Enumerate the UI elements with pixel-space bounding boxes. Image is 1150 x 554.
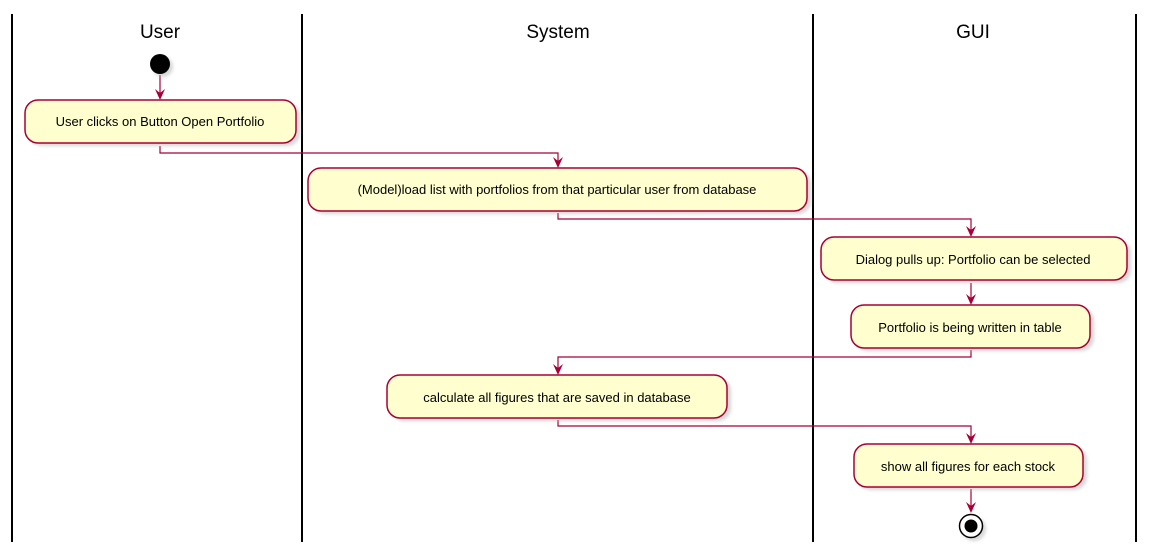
arrowhead-icon: [966, 226, 976, 237]
end-node-icon: [958, 513, 984, 539]
flow-edges: [155, 75, 976, 513]
arrowhead-icon: [966, 433, 976, 444]
activity-label: calculate all figures that are saved in …: [423, 390, 690, 405]
activity-label: show all figures for each stock: [881, 459, 1056, 474]
lane-title-gui: GUI: [956, 22, 990, 43]
lane-title-system: System: [526, 22, 589, 43]
activity-portfolio-written-in-table: Portfolio is being written in table: [850, 304, 1094, 351]
activity-user-clicks-open-portfolio: User clicks on Button Open Portfolio: [24, 99, 300, 146]
flow-a4-to-a5: [557, 350, 972, 369]
arrowhead-icon: [155, 89, 165, 100]
activity-label: (Model)load list with portfolios from th…: [358, 182, 757, 197]
flow-a5-to-a6: [557, 420, 972, 438]
arrowhead-icon: [553, 364, 563, 375]
arrowhead-icon: [966, 502, 976, 513]
lane-title-user: User: [140, 22, 181, 43]
flow-a1-to-a2: [159, 146, 559, 162]
activity-show-figures: show all figures for each stock: [853, 443, 1087, 490]
activity-label: User clicks on Button Open Portfolio: [56, 114, 265, 129]
start-node-icon: [150, 54, 170, 74]
flow-a2-to-a3: [557, 213, 972, 231]
activity-dialog-pulls-up: Dialog pulls up: Portfolio can be select…: [820, 236, 1131, 283]
activity-calculate-figures: calculate all figures that are saved in …: [386, 374, 731, 421]
activity-label: Portfolio is being written in table: [878, 320, 1062, 335]
activity-load-portfolio-list: (Model)load list with portfolios from th…: [307, 167, 811, 214]
arrowhead-icon: [966, 294, 976, 305]
arrowhead-icon: [553, 157, 563, 168]
activity-label: Dialog pulls up: Portfolio can be select…: [856, 252, 1091, 267]
